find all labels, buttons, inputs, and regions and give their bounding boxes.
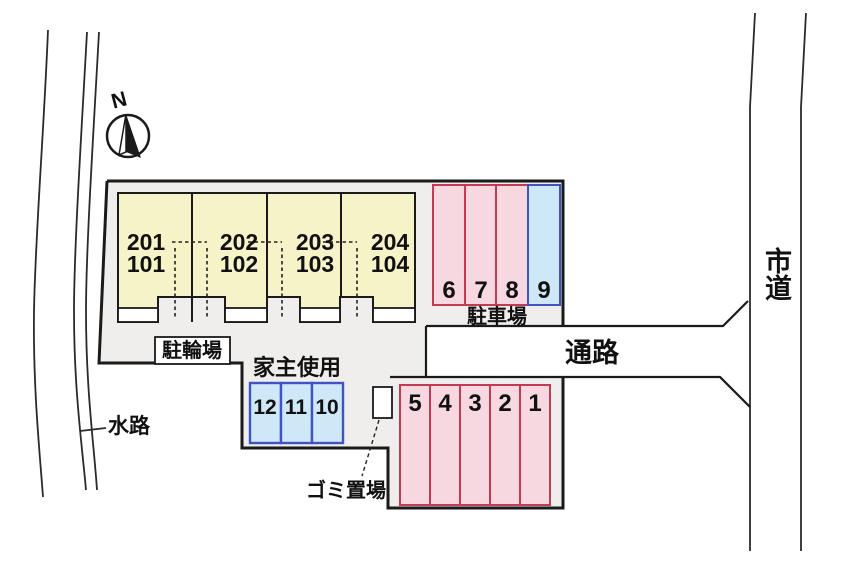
left-road-edge-line xyxy=(33,29,49,498)
parking-space-1-number: 1 xyxy=(528,390,541,417)
garbage-pointer-line xyxy=(361,419,380,477)
parking-space-2 xyxy=(489,384,521,506)
unit-2-label: 202 102 xyxy=(220,229,258,277)
garbage-area-label: ゴミ置場 xyxy=(306,478,386,502)
parking-space-8-number: 8 xyxy=(505,277,518,304)
passage-label: 通路 xyxy=(565,337,620,368)
waterway-pointer-line xyxy=(79,427,107,432)
unit-1-upper: 201 xyxy=(127,229,166,255)
city-road-left-line xyxy=(749,12,756,551)
parking-lot-label: 駐車場 xyxy=(467,304,527,328)
parking-space-9-number: 9 xyxy=(537,277,550,304)
parking-space-6 xyxy=(432,184,466,306)
parcel-boundary-top-right xyxy=(107,179,565,326)
north-arrow-icon: N xyxy=(105,87,151,159)
owner-space-10-number: 10 xyxy=(315,396,338,419)
bicycle-parking-box xyxy=(154,336,231,365)
porch-2 xyxy=(224,307,268,323)
unit-4-upper: 204 xyxy=(371,229,410,255)
unit-1-lower: 101 xyxy=(127,251,166,277)
parking-space-6-number: 6 xyxy=(442,277,455,304)
parking-space-9 xyxy=(527,184,561,306)
parking-space-2-number: 2 xyxy=(498,390,511,417)
bicycle-parking-label: 駐輪場 xyxy=(162,338,222,362)
passage-bottom-line xyxy=(390,375,751,408)
parking-space-7-number: 7 xyxy=(474,277,487,304)
parking-space-7 xyxy=(464,184,497,306)
parking-space-5 xyxy=(399,384,431,506)
city-road-right-line xyxy=(800,12,807,551)
owner-use-label: 家主使用 xyxy=(253,355,341,380)
parking-space-1 xyxy=(519,384,551,506)
top-parking-lot: 6 7 8 9 駐車場 xyxy=(432,184,561,328)
compass-needle-black xyxy=(126,114,141,158)
city-road-label: 市道 xyxy=(761,246,792,301)
unit-4-lower: 104 xyxy=(371,251,410,277)
bottom-parking-lot: 5 4 3 2 1 xyxy=(399,384,551,506)
porch-4 xyxy=(372,307,416,323)
owner-space-12-number: 12 xyxy=(253,396,276,419)
garbage-box xyxy=(372,386,393,419)
parking-space-4-number: 4 xyxy=(438,390,452,417)
unit-3-label: 203 103 xyxy=(296,229,334,277)
waterway-label: 水路 xyxy=(108,414,151,438)
unit-3-upper: 203 xyxy=(296,229,334,255)
porch-3 xyxy=(299,307,341,323)
owner-space-10 xyxy=(310,381,345,445)
porch-1 xyxy=(117,307,159,323)
unit-1-label: 201 101 xyxy=(127,229,166,277)
north-label: N xyxy=(109,87,130,113)
waterway-line-left xyxy=(73,31,88,491)
unit-2-lower: 102 xyxy=(220,251,258,277)
owner-use-spaces: 12 11 10 xyxy=(248,381,345,445)
parking-space-5-number: 5 xyxy=(408,390,421,417)
unit-4-label: 204 104 xyxy=(371,229,410,277)
waterway-line-right xyxy=(85,31,100,491)
parcel-boundary-left-bottom xyxy=(97,180,565,510)
parking-space-3-number: 3 xyxy=(468,390,481,417)
passage-top-line xyxy=(426,300,749,328)
unit-2-upper: 202 xyxy=(220,229,258,255)
unit-3-lower: 103 xyxy=(296,251,334,277)
owner-space-11-number: 11 xyxy=(285,396,308,419)
